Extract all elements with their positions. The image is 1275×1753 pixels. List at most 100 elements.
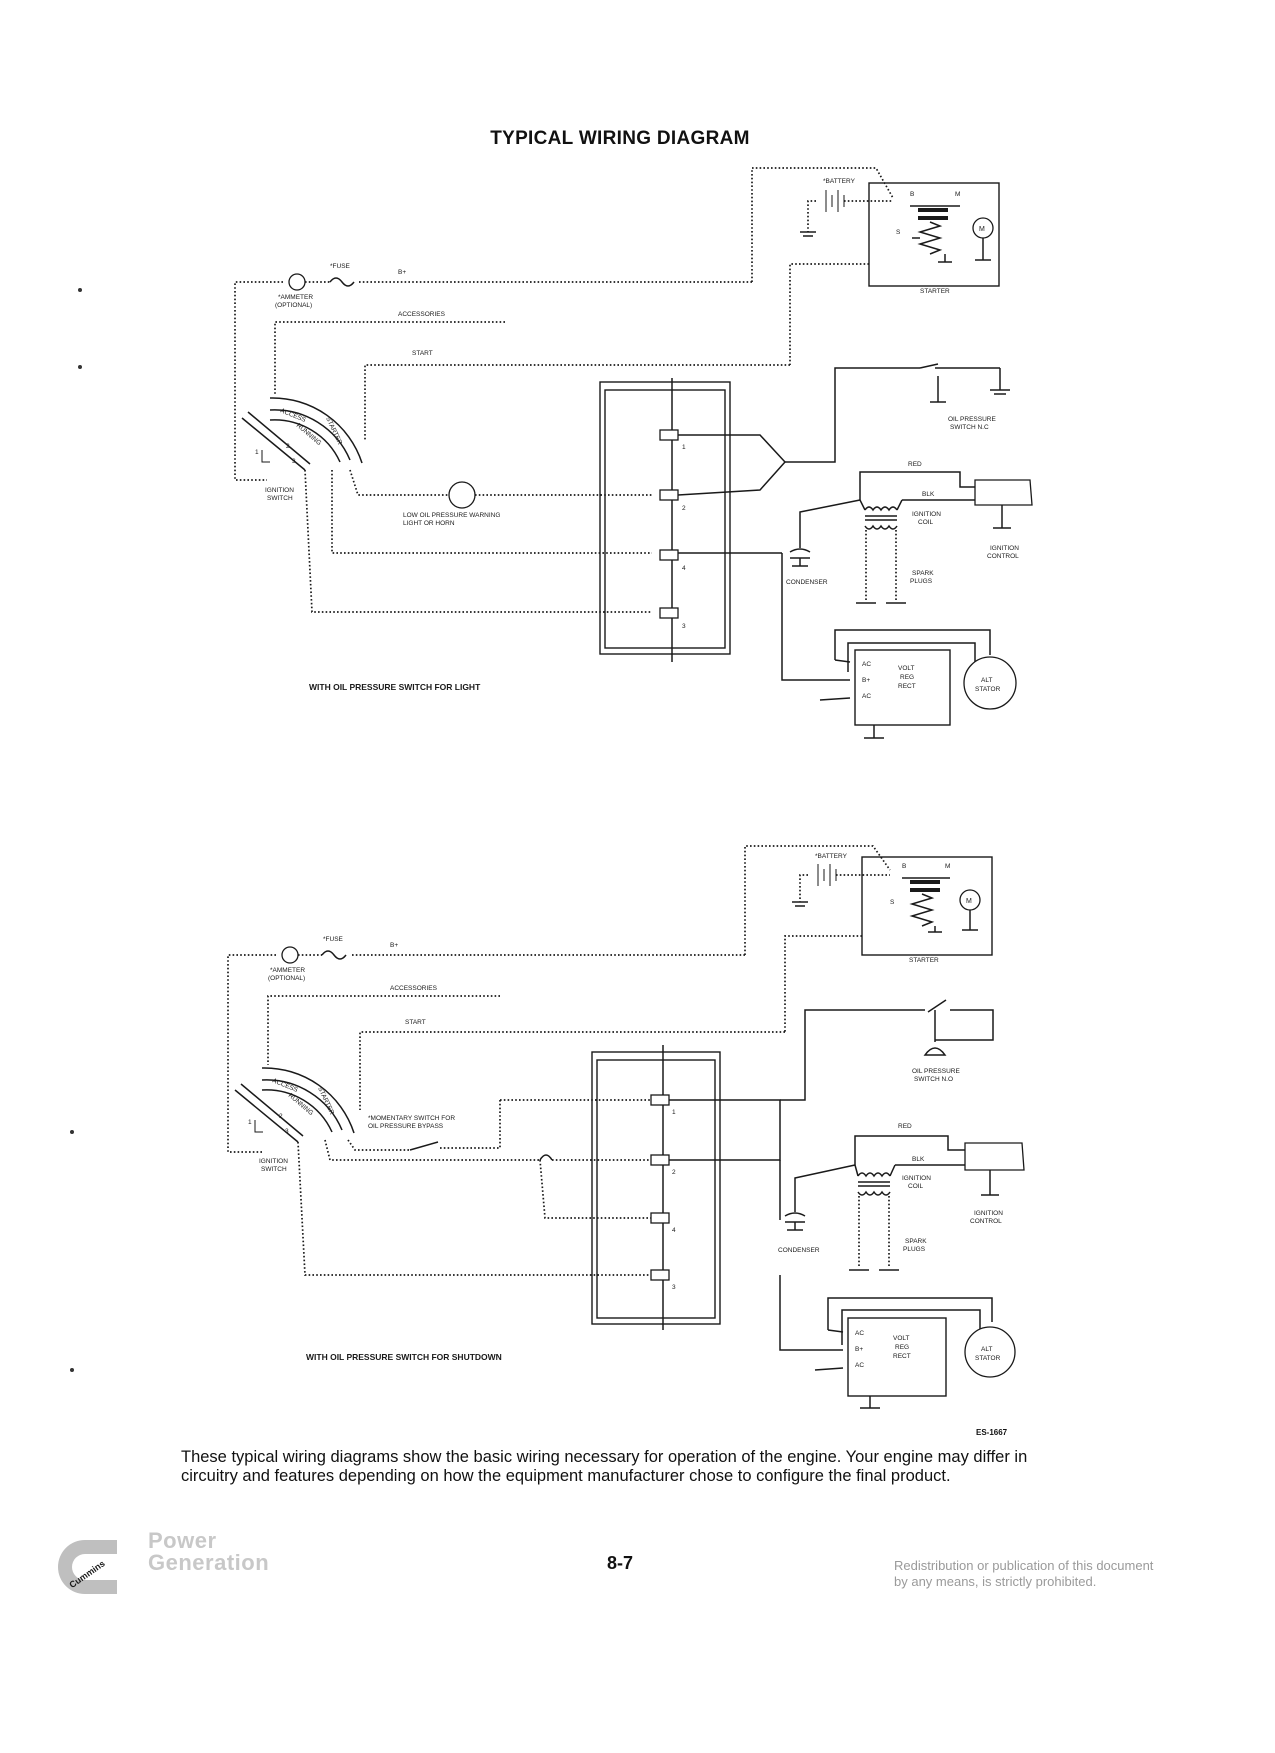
ammeter-label: *AMMETER (278, 294, 313, 301)
condenser-label: CONDENSER (778, 1247, 820, 1254)
svg-text:3: 3 (672, 1284, 676, 1291)
page-number: 8-7 (607, 1553, 634, 1573)
terminal-pins: 1 2 4 3 (659, 429, 686, 630)
start-label: START (405, 1019, 426, 1026)
svg-text:3: 3 (292, 458, 296, 465)
svg-text:3: 3 (682, 623, 686, 630)
fuse-label: *FUSE (323, 936, 344, 943)
momentary-switch-icon[interactable] (409, 1141, 439, 1151)
blk-wire-label: BLK (912, 1156, 925, 1163)
fuse-icon (321, 950, 347, 960)
binder-mark (78, 365, 82, 369)
starter-m-label: M (945, 863, 950, 870)
svg-text:AC: AC (855, 1330, 864, 1337)
brand-name: Power Generation (148, 1530, 269, 1574)
condenser-icon (789, 548, 811, 567)
svg-text:1: 1 (682, 444, 686, 451)
ignition-coil-label: IGNITION (902, 1175, 931, 1182)
ignition-coil-icon (854, 1164, 896, 1196)
spark-plugs-label: SPARK (905, 1238, 927, 1245)
alt-label-2: STATOR (975, 1355, 1001, 1362)
battery-icon (792, 864, 837, 907)
low-oil-label-2: LIGHT OR HORN (403, 520, 455, 527)
alt-label: ALT (981, 1346, 992, 1353)
svg-text:1: 1 (672, 1109, 676, 1116)
condenser-label: CONDENSER (786, 579, 828, 586)
brand-line-2: Generation (148, 1550, 270, 1575)
starter-motor-icon: M (959, 889, 981, 931)
alt-stator-icon (963, 656, 1017, 710)
terminal-block (599, 381, 731, 655)
svg-text:2: 2 (279, 1113, 283, 1120)
alt-label: ALT (981, 677, 992, 684)
warning-light-icon (448, 481, 476, 509)
starter-box (868, 182, 1000, 287)
accessories-label: ACCESSORIES (390, 985, 438, 992)
red-wire-label: RED (908, 461, 922, 468)
svg-text:1: 1 (255, 449, 259, 456)
redistribution-line-1: Redistribution or publication of this do… (894, 1558, 1154, 1573)
momentary-switch-label: *MOMENTARY SWITCH FOR (368, 1115, 455, 1122)
footnote-text: These typical wiring diagrams show the b… (181, 1448, 1028, 1485)
diagram-caption: WITH OIL PRESSURE SWITCH FOR LIGHT (309, 682, 481, 692)
brand-line-1: Power (148, 1528, 217, 1553)
oil-switch-label: OIL PRESSURE (948, 416, 996, 423)
svg-text:AC: AC (862, 661, 871, 668)
ammeter-optional: (OPTIONAL) (268, 975, 305, 982)
condenser-icon (784, 1212, 806, 1231)
svg-text:2: 2 (672, 1169, 676, 1176)
vrr-label-3: RECT (898, 683, 916, 690)
ignition-switch-label-2: SWITCH (261, 1166, 287, 1173)
ignition-coil-label-2: COIL (908, 1183, 924, 1190)
blk-wire-label: BLK (922, 491, 935, 498)
red-wire-label: RED (898, 1123, 912, 1130)
ignition-control-label-2: CONTROL (970, 1218, 1002, 1225)
svg-text:M: M (966, 898, 972, 905)
svg-text:2: 2 (286, 443, 290, 450)
ignition-switch-label: IGNITION (259, 1158, 288, 1165)
ignition-switch-icon: 1 2 3 ACCESS STARTER RUNNING (241, 397, 363, 471)
svg-text:AC: AC (862, 693, 871, 700)
ignition-coil-label: IGNITION (912, 511, 941, 518)
svg-text:B+: B+ (855, 1346, 863, 1353)
low-oil-label: LOW OIL PRESSURE WARNING (403, 512, 500, 519)
ignition-coil-label-2: COIL (918, 519, 934, 526)
page-title: TYPICAL WIRING DIAGRAM (490, 128, 750, 149)
ammeter-label: *AMMETER (270, 967, 305, 974)
fuse-icon (329, 277, 355, 287)
svg-text:2: 2 (682, 505, 686, 512)
oil-switch-label-2: SWITCH N.O (914, 1076, 953, 1083)
starter-s-label: S (896, 229, 901, 236)
vrr-label-2: REG (900, 674, 914, 681)
redistribution-line-2: by any means, is strictly prohibited. (894, 1574, 1097, 1589)
starter-box (861, 856, 993, 956)
starter-b-label: B (902, 863, 906, 870)
battery-icon (800, 190, 845, 237)
spark-plugs-label-2: PLUGS (910, 578, 933, 585)
starter-b-label: B (910, 191, 914, 198)
ignition-switch-label: IGNITION (265, 487, 294, 494)
vrr-label-3: RECT (893, 1353, 911, 1360)
diagram-caption: WITH OIL PRESSURE SWITCH FOR SHUTDOWN (306, 1352, 502, 1362)
redistribution-notice: Redistribution or publication of this do… (894, 1558, 1153, 1590)
spark-plugs-label-2: PLUGS (903, 1246, 926, 1253)
oil-switch-icon (927, 999, 947, 1013)
svg-text:M: M (979, 226, 985, 233)
binder-mark (70, 1368, 74, 1372)
ignition-control-icon (974, 479, 1033, 506)
ammeter-icon (288, 273, 306, 291)
ignition-coil-icon (859, 499, 903, 530)
svg-text:B+: B+ (862, 677, 870, 684)
alt-label-2: STATOR (975, 686, 1001, 693)
ignition-switch-label-2: SWITCH (267, 495, 293, 502)
start-label: START (412, 350, 433, 357)
svg-text:AC: AC (855, 1362, 864, 1369)
terminal-block (591, 1051, 721, 1325)
vrr-label: VOLT (893, 1335, 910, 1342)
oil-switch-label-2: SWITCH N.C (950, 424, 989, 431)
oil-switch-label: OIL PRESSURE (912, 1068, 960, 1075)
wiring-diagram-oil-light: *BATTERY STARTER B M S M *FUSE B+ *AMMET… (234, 167, 1033, 739)
starter-label: STARTER (920, 288, 950, 295)
ignition-switch-icon: 1 2 3 ACCESS STARTER RUNNING (234, 1067, 355, 1143)
battery-label: *BATTERY (823, 178, 856, 185)
